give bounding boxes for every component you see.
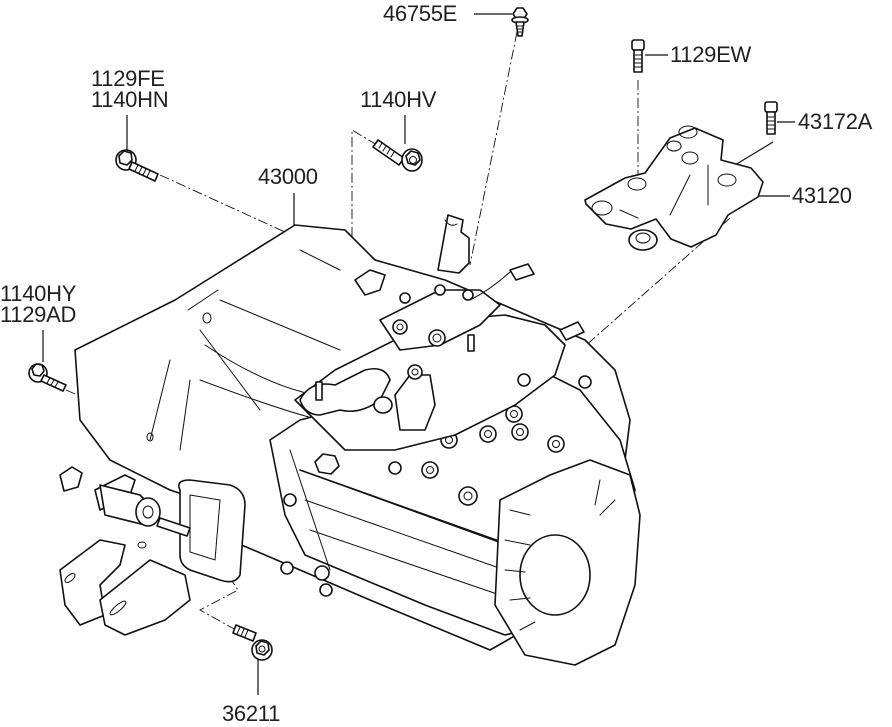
part-label-36211: 36211 [222, 701, 281, 726]
mounting-bracket-43120 [584, 125, 764, 251]
bolt-46755e-icon [511, 7, 529, 37]
part-label-1129ad: 1129AD [0, 302, 77, 327]
part-label-43000: 43000 [258, 164, 318, 189]
cable-bracket-assembly [59, 466, 191, 636]
bolt-36211-icon [232, 624, 273, 661]
bolt-43172a-icon [764, 101, 778, 135]
part-label-43120: 43120 [792, 183, 852, 208]
part-label-1140hv: 1140HV [360, 87, 437, 112]
case-bolts [280, 375, 592, 597]
part-label-1140hn: 1140HN [91, 87, 169, 112]
bolt-1129fe-icon [115, 149, 159, 182]
bolt-1140hy-icon [28, 363, 67, 392]
bolt-1140hv-icon [372, 139, 423, 172]
part-label-1129ew: 1129EW [670, 42, 751, 67]
part-label-1129fe: 1129FE [91, 66, 165, 91]
transaxle-43000 [74, 214, 641, 666]
part-label-43172a: 43172A [798, 109, 873, 134]
part-label-46755e: 46755E [383, 1, 458, 26]
part-label-1140hy: 1140HY [0, 281, 77, 306]
bolt-1129ew-icon [631, 39, 645, 73]
